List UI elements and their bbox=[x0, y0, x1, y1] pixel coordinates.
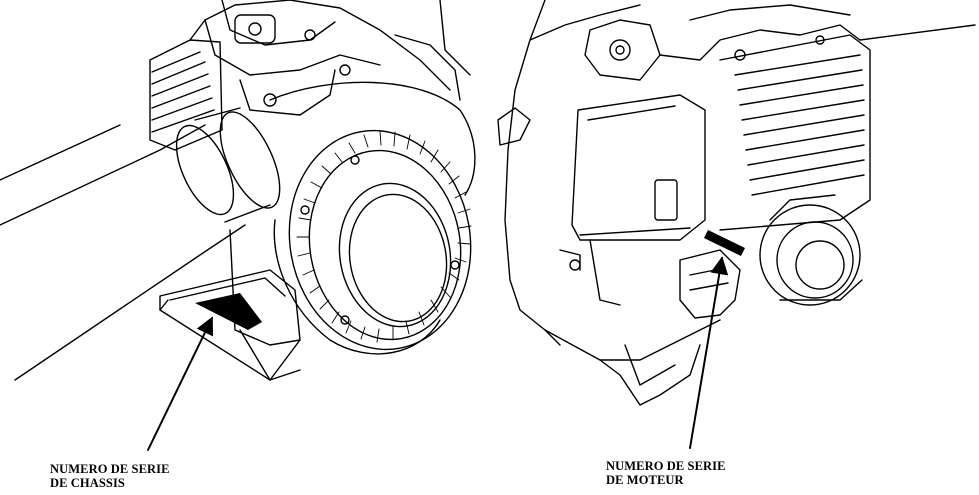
chassis-serial-plate bbox=[195, 293, 262, 330]
chassis-arrow bbox=[147, 316, 214, 451]
frame-serial-line1: NUMERO DE SERIE bbox=[50, 462, 170, 476]
moteur-arrow bbox=[689, 256, 729, 449]
left-volute-housing bbox=[229, 81, 476, 381]
engine-serial-callout: NUMERO DE SERIE DE MOTEUR bbox=[606, 459, 726, 487]
engine-serial-line2: DE MOTEUR bbox=[606, 473, 684, 487]
left-fan-cover bbox=[288, 129, 472, 351]
frame-serial-line2: DE CHASSIS bbox=[50, 476, 125, 490]
left-blower-tube bbox=[0, 107, 281, 381]
right-frame bbox=[497, 0, 721, 406]
right-leader-line bbox=[859, 24, 976, 41]
engine-serial-line1: NUMERO DE SERIE bbox=[606, 459, 726, 473]
right-recoil-starter bbox=[759, 194, 863, 306]
left-base-tray bbox=[159, 269, 301, 381]
frame-serial-callout: NUMERO DE SERIE DE CHASSIS bbox=[50, 462, 170, 490]
right-engine-view bbox=[497, 0, 976, 406]
right-air-filter bbox=[571, 94, 706, 241]
left-cooling-fins bbox=[149, 39, 223, 151]
right-cylinder-fins bbox=[719, 34, 871, 231]
left-engine-block bbox=[189, 0, 471, 116]
right-engine-top bbox=[584, 4, 861, 81]
engine-serial-plate bbox=[704, 230, 745, 256]
left-blower-view bbox=[0, 0, 476, 381]
callout-arrows bbox=[147, 256, 729, 451]
left-fan-cover-ribs bbox=[296, 130, 472, 343]
